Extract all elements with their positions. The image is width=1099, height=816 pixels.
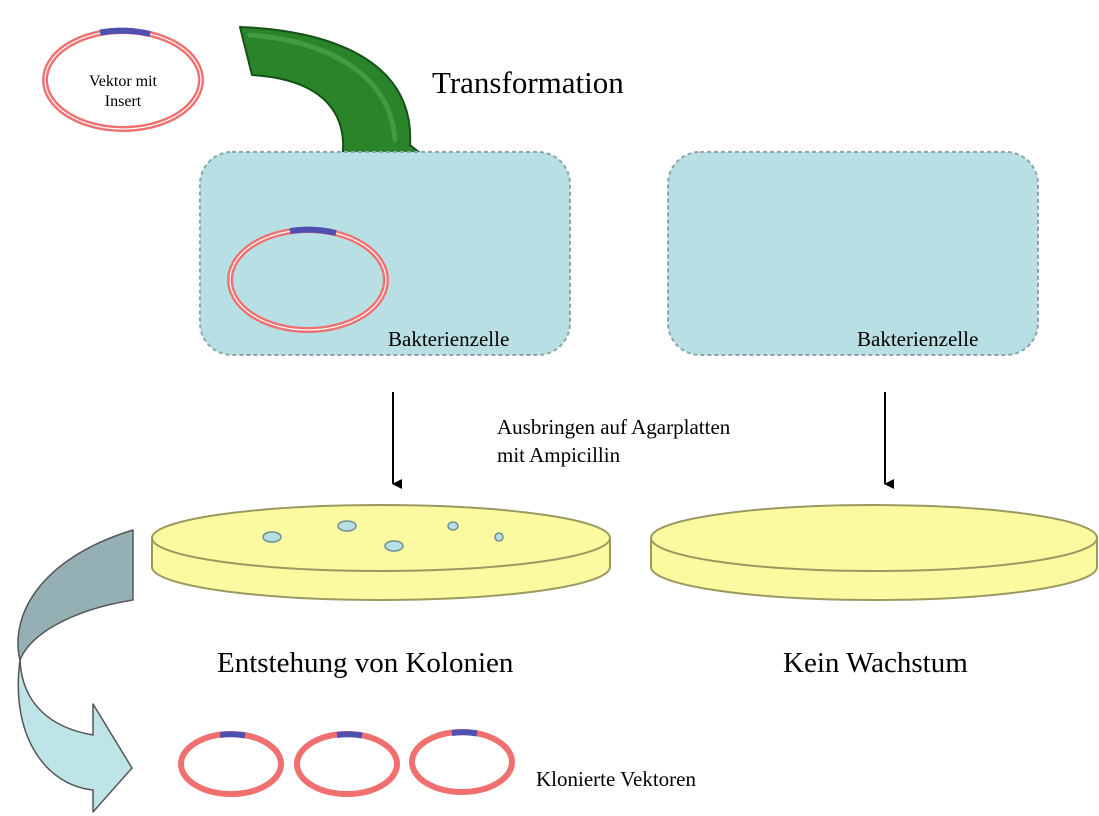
vector-label-line1: Vektor mit [89,73,157,90]
no-growth-label: Kein Wachstum [783,647,968,679]
colony [494,532,504,542]
colony [384,540,404,552]
colony [447,521,459,531]
transformation-label: Transformation [432,65,624,100]
cloned-vector [178,731,284,797]
bacterial-cell-left-label: Bakterienzelle [388,327,510,351]
plating-label: Ausbringen auf Agarplatten mit Ampicilli… [497,413,730,469]
vector-label-line2: Insert [104,93,142,110]
plating-label-line1: Ausbringen auf Agarplatten [497,415,731,439]
bacterial-cell-right [667,151,1039,356]
bacterial-cell-left [199,151,571,356]
recovery-arrow-icon [17,529,134,813]
vector-with-insert [42,27,204,132]
bacterial-colonies [262,520,504,552]
vector-in-cell [227,226,389,333]
vector-with-insert-label: Vektor mit Insert [48,72,198,112]
colonies-label: Entstehung von Kolonien [217,647,514,679]
cloned-vectors-label: Klonierte Vektoren [536,767,696,791]
colony [337,520,357,532]
agar-plate-right [650,504,1098,601]
colony [262,531,282,543]
cloned-vector [294,731,400,797]
cloned-vector [409,729,515,795]
plating-label-line2: mit Ampicillin [497,443,621,467]
bacterial-cell-right-label: Bakterienzelle [857,327,979,351]
agar-plate-left [151,504,611,601]
